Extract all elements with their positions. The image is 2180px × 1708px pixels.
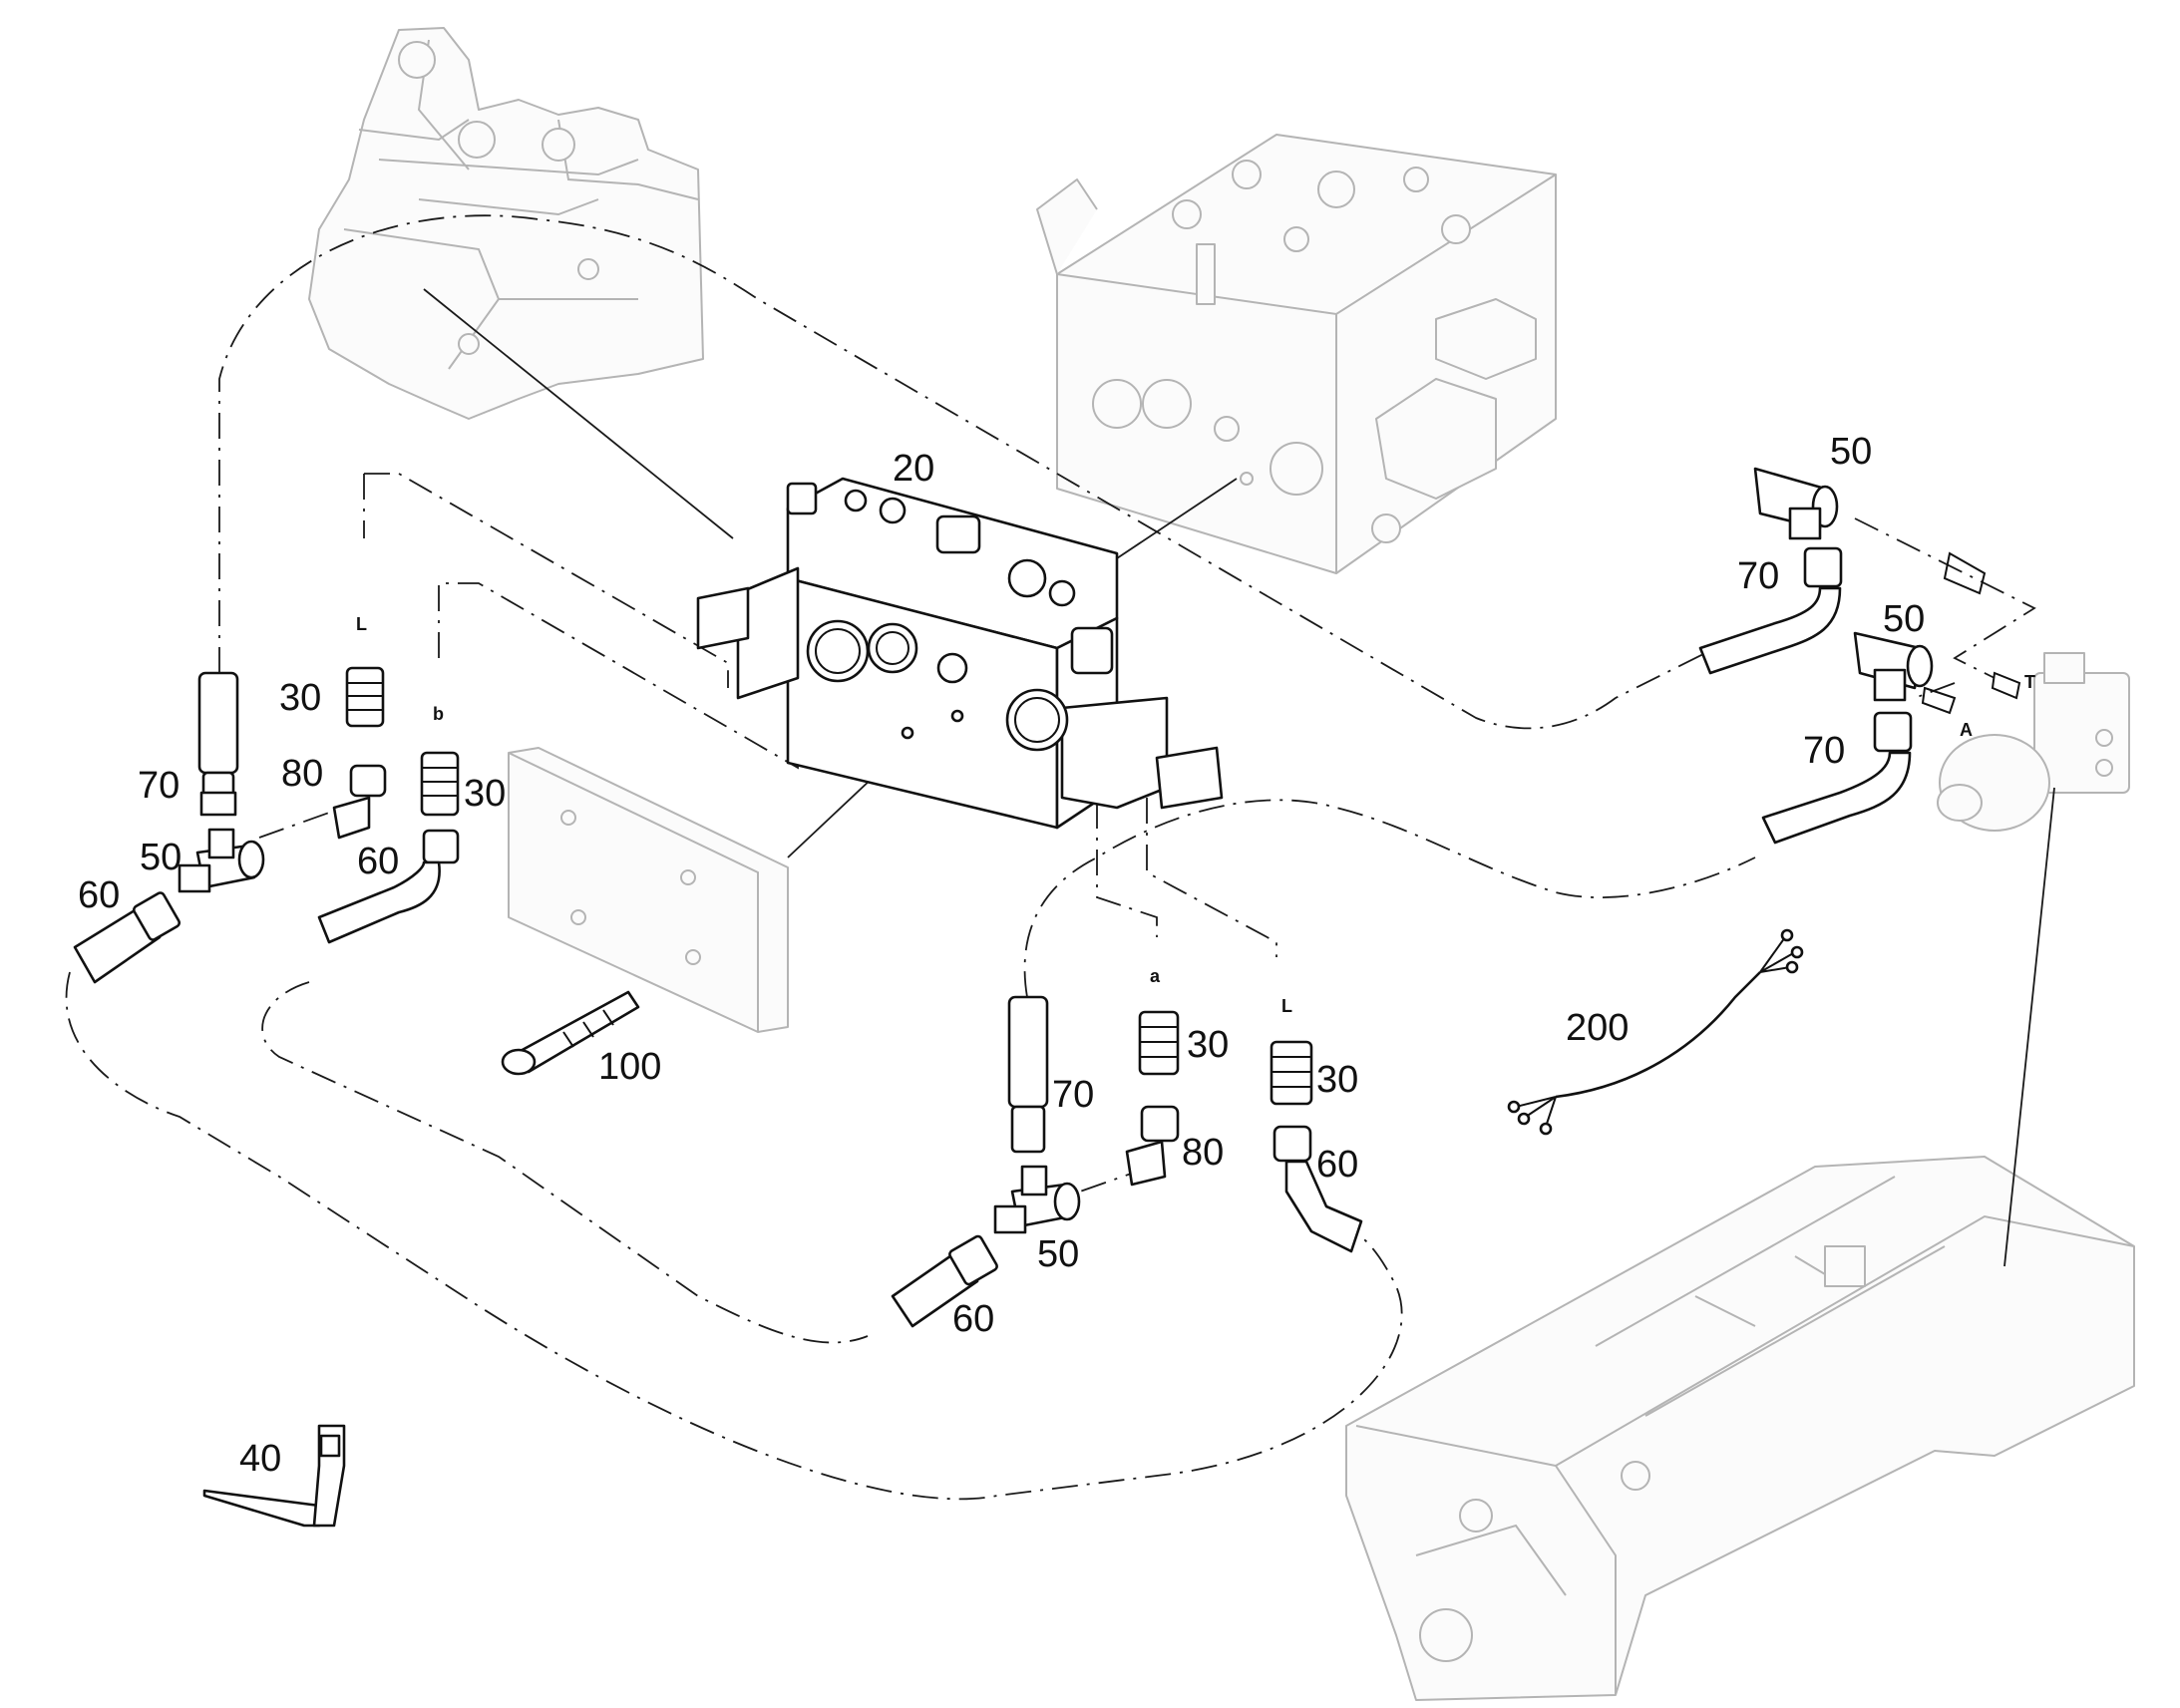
label-70-right-mid: 70 [1803,730,1845,772]
cable-tie-40 [202,1424,346,1528]
label-100: 100 [598,1046,661,1088]
port-mark-T: T [2024,672,2035,692]
tee-50-center [993,1165,1081,1234]
adapter-30-center-a [1138,1010,1180,1076]
label-60-center: 60 [952,1298,994,1340]
hose-70-left [197,671,239,817]
label-50-left: 50 [140,837,182,878]
label-70-right-top: 70 [1737,555,1779,597]
adapter-30-center-b [1270,1040,1313,1106]
label-80-center: 80 [1182,1132,1224,1174]
label-50-right-mid: 50 [1883,598,1925,640]
hose-70-right-mid [1761,711,1913,845]
label-30-left-b: 30 [464,773,506,815]
label-70-left: 70 [138,765,180,807]
port-mark-b: b [433,704,444,724]
elbow-80-center [1125,1105,1180,1187]
hose-60-left [73,891,182,984]
adapter-30-left-b [420,751,460,817]
label-80-left: 80 [281,753,323,795]
hose-60-center [891,1234,998,1328]
tee-50-right-top [1753,467,1839,540]
hose-70-right-top [1698,546,1843,675]
label-60-left: 60 [78,874,120,916]
ghost-loader-arm [308,27,704,420]
tee-50-right-mid [1853,631,1934,702]
hose-70-center [1007,995,1049,1154]
port-mark-L-center: L [1281,996,1292,1016]
tee-50-left [178,828,265,893]
label-50-center: 50 [1037,1233,1079,1275]
port-mark-L-left: L [356,614,367,634]
hose-60-center-b [1272,1125,1363,1253]
port-mark-a: a [1150,966,1161,986]
valve-block-20 [696,477,1224,830]
ghost-main-control-valve [1036,134,1557,574]
ghost-chassis-frame [1345,1156,2135,1701]
label-200: 200 [1566,1007,1629,1049]
label-40: 40 [239,1438,281,1480]
ghost-accumulator-valve [1937,652,2130,832]
label-60-center-b: 60 [1316,1144,1358,1186]
adapter-30-left-a [345,666,385,728]
elbow-80-left [332,764,387,840]
small-fittings-right [1921,551,2021,715]
bolt-100 [501,990,640,1076]
wire-harness-200 [1507,928,1804,1136]
label-30-center-b: 30 [1316,1059,1358,1101]
spacer-plate [508,747,789,1033]
part-labels: 20 30 30 30 30 40 50 50 50 50 60 60 60 6… [78,431,1925,1480]
hose-60-left-b [317,829,460,944]
label-70-center: 70 [1052,1074,1094,1116]
port-marks: L b a L T A [356,614,2035,1016]
label-20: 20 [893,448,934,490]
port-mark-A: A [1960,720,1973,740]
label-30-left-a: 30 [279,677,321,719]
label-60-left-b: 60 [357,841,399,882]
label-30-center-a: 30 [1187,1024,1229,1066]
label-50-right-top: 50 [1830,431,1872,473]
